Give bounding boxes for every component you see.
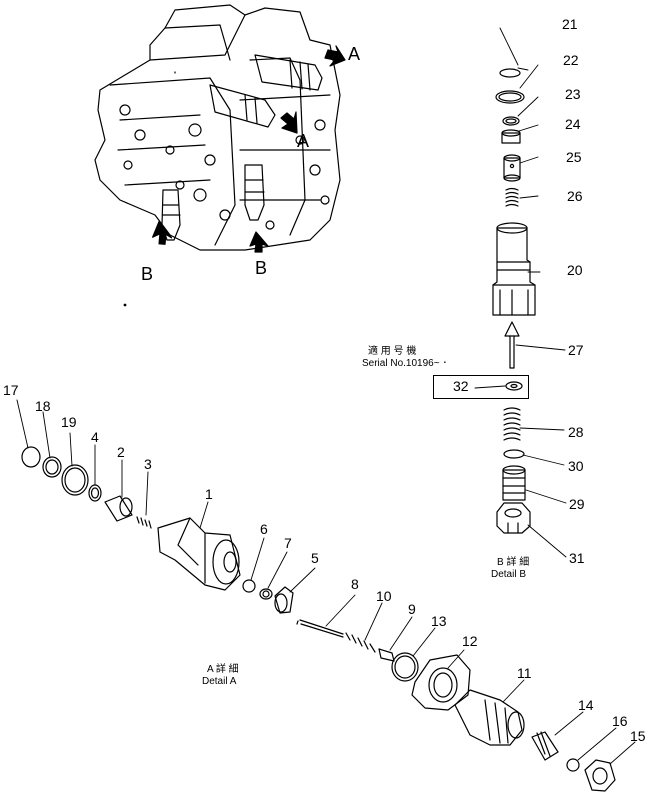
callout-9: 9	[408, 601, 416, 617]
callout-2: 2	[117, 444, 125, 460]
callout-27: 27	[568, 342, 584, 358]
detail-b-parts	[492, 68, 536, 534]
callout-28: 28	[568, 424, 584, 440]
callout-5: 5	[311, 550, 319, 566]
detail-b-caption-en: Detail B	[491, 569, 527, 580]
callout-4: 4	[91, 429, 99, 445]
callout-20: 20	[567, 262, 583, 278]
callout-32: 32	[453, 378, 469, 394]
callout-7: 7	[284, 535, 292, 551]
callout-8: 8	[351, 576, 359, 592]
callout-6: 6	[260, 521, 268, 537]
callout-24: 24	[565, 116, 581, 132]
callout-1: 1	[205, 486, 213, 502]
callout-19: 19	[61, 414, 77, 430]
callout-23: 23	[565, 86, 581, 102]
part-32-box	[433, 375, 529, 399]
control-valve-body	[94, 4, 341, 251]
callout-13: 13	[431, 613, 447, 629]
detail-b-caption-jp: B 詳 細	[497, 557, 530, 568]
serial-note-en: Serial No.10196~ ･	[362, 358, 448, 369]
callout-25: 25	[566, 149, 582, 165]
callout-26: 26	[567, 188, 583, 204]
view-marker-a-upper: A	[348, 44, 361, 64]
view-marker-b-left: B	[141, 264, 154, 284]
callout-12: 12	[462, 633, 478, 649]
callout-15: 15	[630, 728, 646, 744]
callout-30: 30	[568, 458, 584, 474]
view-marker-a-lower: A	[297, 131, 310, 151]
detail-a-caption-en: Detail A	[202, 676, 237, 687]
leader-lines	[16, 27, 636, 765]
callout-16: 16	[612, 713, 628, 729]
callout-18: 18	[35, 398, 51, 414]
callout-10: 10	[376, 588, 392, 604]
callout-17: 17	[3, 382, 19, 398]
callout-3: 3	[144, 456, 152, 472]
callout-29: 29	[569, 496, 585, 512]
callout-14: 14	[578, 697, 594, 713]
callout-22: 22	[563, 52, 579, 68]
serial-note-jp: 適 用 号 機	[368, 346, 417, 357]
view-marker-b-right: B	[255, 258, 268, 278]
view-arrows	[151, 45, 346, 253]
callout-31: 31	[569, 550, 585, 566]
detail-a-parts	[21, 446, 616, 792]
detail-a-caption-jp: A 詳 細	[207, 664, 239, 675]
callout-11: 11	[517, 665, 532, 681]
callout-21: 21	[562, 16, 578, 32]
